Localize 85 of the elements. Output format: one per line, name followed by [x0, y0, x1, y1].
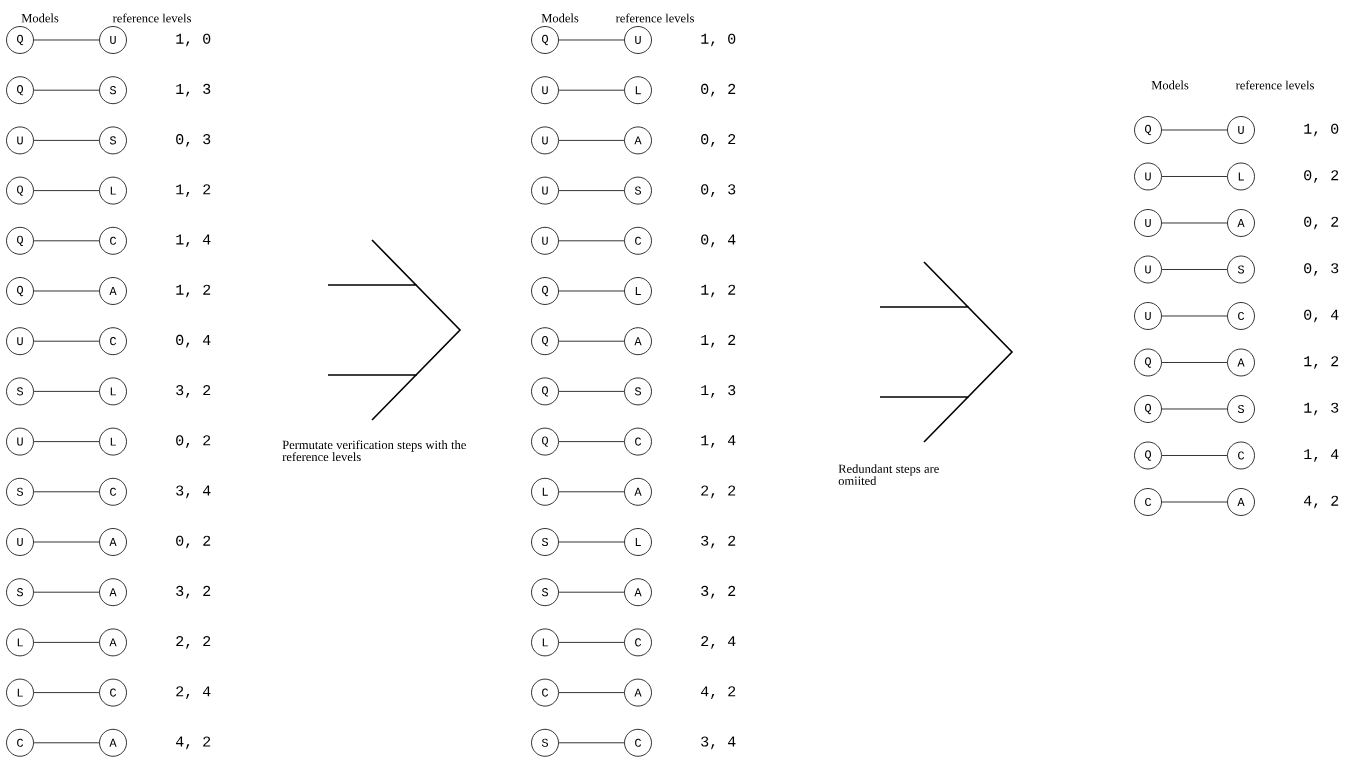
note-text: Redundant steps are omiited	[838, 464, 939, 485]
reference-level-pair: 1, 2	[176, 284, 211, 298]
connector-line	[1161, 315, 1228, 317]
connector-line	[558, 290, 625, 292]
reference-level-pair: 1, 4	[176, 234, 211, 248]
connector-line	[33, 692, 100, 693]
reference-level-pair: 1, 0	[701, 33, 736, 47]
connector-line	[558, 240, 625, 242]
column-header: reference levels	[1235, 80, 1314, 90]
connector-line	[558, 340, 625, 342]
reference-level-pair: 4, 2	[1303, 495, 1339, 509]
reference-level-pair: 1, 4	[1304, 449, 1339, 462]
reference-level-pair: 0, 3	[1304, 263, 1339, 276]
reference-level-pair: 1, 0	[176, 33, 211, 47]
connector-line	[33, 190, 100, 191]
reference-level-pair: 0, 2	[1304, 216, 1339, 230]
reference-level-pair: 0, 2	[1304, 170, 1339, 183]
reference-level-pair: 2, 2	[176, 636, 211, 649]
reference-level-pair: 0, 2	[176, 435, 211, 448]
reference-level-pair: 2, 2	[701, 485, 736, 499]
reference-level-pair: 1, 2	[701, 334, 736, 348]
connector-line	[558, 89, 625, 91]
connector-line	[1161, 501, 1228, 503]
connector-line	[33, 642, 100, 643]
connector-line	[558, 591, 625, 593]
connector-line	[1161, 269, 1228, 270]
connector-line	[33, 240, 100, 242]
connector-line	[33, 491, 100, 493]
connector-line	[33, 140, 100, 141]
reference-level-pair: 1, 2	[1304, 356, 1339, 369]
column-header: Models	[21, 13, 59, 23]
connector-line	[1161, 362, 1228, 363]
column-header: Models	[541, 13, 579, 23]
reference-level-pair: 0, 4	[1304, 309, 1339, 323]
reference-level-pair: 3, 2	[176, 385, 211, 398]
reference-level-pair: 2, 4	[701, 636, 736, 649]
connector-line	[1161, 455, 1228, 456]
reference-level-pair: 3, 2	[176, 585, 211, 599]
reference-level-pair: 3, 4	[176, 485, 211, 499]
reference-level-pair: 3, 4	[701, 736, 736, 750]
connector-line	[33, 742, 100, 744]
connector-line	[558, 441, 625, 442]
connector-line	[558, 190, 625, 191]
connector-line	[33, 541, 100, 543]
connector-line	[33, 89, 100, 91]
connector-line	[33, 290, 100, 292]
reference-level-pair: 0, 2	[701, 83, 736, 97]
column-header: Models	[1151, 80, 1189, 90]
reference-level-pair: 1, 4	[701, 435, 736, 448]
connector-line	[558, 491, 625, 493]
reference-level-pair: 4, 2	[175, 736, 211, 750]
reference-level-pair: 3, 2	[701, 585, 736, 599]
reference-level-pair: 0, 2	[701, 134, 736, 147]
connector-line	[1161, 408, 1228, 410]
column-header: reference levels	[112, 13, 191, 23]
connector-line	[558, 692, 625, 693]
reference-level-pair: 1, 3	[701, 385, 736, 398]
reference-level-pair: 0, 4	[701, 234, 736, 248]
connector-line	[558, 642, 625, 643]
connector-line	[1161, 129, 1228, 131]
reference-level-pair: 1, 3	[1304, 402, 1339, 416]
connector-line	[33, 591, 100, 593]
reference-level-pair: 1, 2	[176, 184, 211, 197]
reference-level-pair: 3, 2	[701, 535, 736, 549]
connector-line	[33, 39, 100, 41]
connector-line	[558, 742, 625, 744]
connector-line	[33, 340, 100, 342]
connector-line	[558, 39, 625, 41]
connector-line	[558, 391, 625, 392]
reference-level-pair: 2, 4	[176, 686, 211, 699]
reference-level-pair: 0, 2	[176, 535, 211, 549]
note-text: Permutate verification steps with the reference levels	[282, 440, 466, 462]
connector-line	[558, 541, 625, 543]
reference-level-pair: 0, 3	[176, 134, 211, 147]
reference-level-pair: 0, 4	[176, 334, 211, 348]
connector-line	[558, 140, 625, 141]
connector-line	[33, 441, 100, 442]
reference-level-pair: 0, 3	[701, 184, 736, 197]
reference-level-pair: 1, 3	[176, 83, 211, 97]
reference-level-pair: 1, 2	[701, 284, 736, 298]
connector-line	[1161, 176, 1228, 177]
connector-line	[33, 391, 100, 392]
reference-level-pair: 1, 0	[1304, 123, 1339, 137]
connector-line	[1161, 222, 1228, 224]
reference-level-pair: 4, 2	[700, 686, 736, 699]
